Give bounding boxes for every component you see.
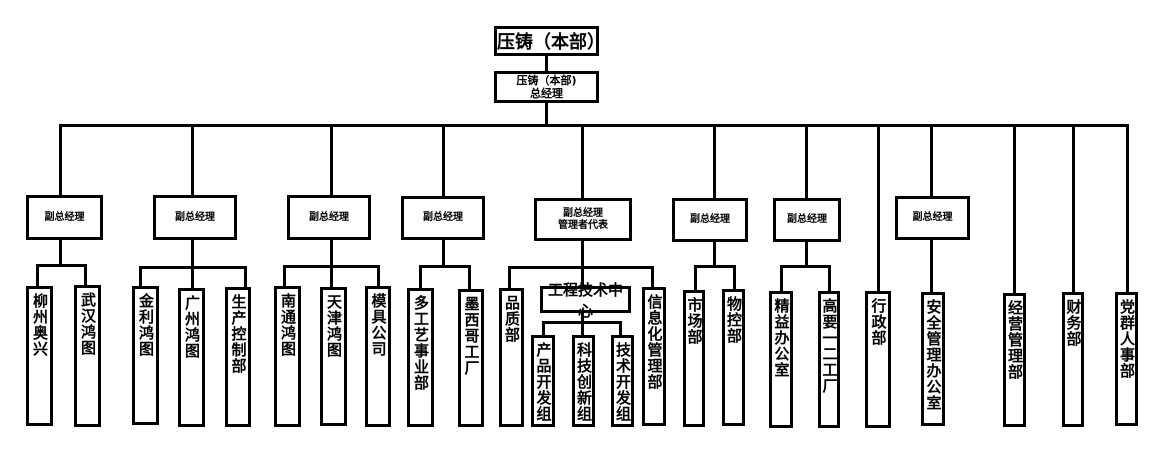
connector [59,125,62,196]
connector [713,242,716,267]
connector [442,240,445,267]
connector [330,240,333,288]
connector [419,265,422,289]
connector [283,265,286,287]
connector [377,265,380,288]
connector [542,321,545,337]
dept-quality[interactable]: 品质部 [499,288,524,427]
vp-label: 副总经理 [787,214,827,225]
connector [733,265,736,290]
dept-guangzhou-hongtu[interactable]: 广州鸿图 [178,288,205,427]
connector [1126,125,1129,293]
connector [244,266,247,288]
dept-mould-company[interactable]: 模具公司 [365,286,391,427]
main-bar [59,124,1129,127]
group-product-dev[interactable]: 产品开发组 [531,335,555,427]
connector [780,265,831,268]
connector [84,264,87,286]
connector [805,125,808,199]
connector [139,266,142,287]
connector [191,125,194,196]
dept-multi-process[interactable]: 多工艺事业部 [407,288,434,427]
connector [930,240,933,292]
connector [1013,125,1016,294]
connector [581,241,584,287]
dept-tianjin-hongtu[interactable]: 天津鸿图 [320,287,347,426]
connector [442,125,445,197]
connector [191,240,194,288]
vp-label: 副总经理 [690,214,730,225]
connector [930,125,933,197]
dept-gaoyao-factory[interactable]: 高要一二工厂 [818,291,840,428]
vp-node-1[interactable]: 副总经理 [26,195,103,240]
connector [468,265,471,291]
connector [694,265,736,268]
connector [805,242,808,267]
dept-lean-office[interactable]: 精益办公室 [769,291,793,428]
connector [36,264,39,287]
connector [581,313,584,337]
dept-business-management[interactable]: 经营管理部 [1003,293,1026,427]
connector [651,266,654,288]
general-manager-node[interactable]: 压铸（本部) 总经理 [494,71,599,103]
connector [581,125,584,199]
vp-label: 副总经理 [912,212,953,223]
vp-label: 副总经理 [175,211,215,223]
vp-node-7[interactable]: 副总经理 [773,198,841,242]
connector [330,125,333,196]
vp-node-5[interactable]: 副总经理 管理者代表 [534,198,632,241]
engineering-tech-center[interactable]: 工程技术中心 [540,281,631,320]
connector [619,321,622,337]
vp-node-6[interactable]: 副总经理 [672,198,748,242]
dept-marketing[interactable]: 市场部 [683,290,705,427]
dept-administration[interactable]: 行政部 [865,291,891,428]
dept-nantong-hongtu[interactable]: 南通鸿图 [274,286,301,427]
group-tech-dev[interactable]: 技术开发组 [611,335,634,427]
vp-node-4[interactable]: 副总经理 [401,196,485,240]
connector [780,265,783,292]
vp-node-2[interactable]: 副总经理 [153,195,237,240]
root-node[interactable]: 压铸（本部） [494,26,605,56]
dept-wuhan-hongtu[interactable]: 武汉鸿图 [74,285,101,427]
connector [508,266,654,269]
connector [545,103,548,125]
connector [419,265,471,268]
vp-label: 副总经理 [423,212,463,223]
connector [694,265,697,291]
dept-liuzhou-aoxing[interactable]: 柳州奥兴 [26,286,53,426]
connector [1072,125,1075,293]
connector [139,266,246,269]
gm-label-line1: 压铸（本部) [516,74,577,87]
dept-it-management[interactable]: 信息化管理部 [642,287,666,426]
vp-label-line1: 副总经理 [563,207,603,219]
vp-node-3[interactable]: 副总经理 [287,195,371,240]
connector [828,265,831,292]
connector [59,240,62,265]
gm-label-line2: 总经理 [530,87,563,100]
connector [283,265,380,268]
dept-production-control[interactable]: 生产控制部 [225,287,251,427]
root-label: 压铸（本部） [497,32,605,53]
vp-label: 副总经理 [309,211,349,223]
vp-label-line2: 管理者代表 [558,219,608,231]
vp-label: 副总经理 [44,211,85,223]
connector [542,321,622,324]
dept-mexico-factory[interactable]: 墨西哥工厂 [458,289,484,427]
dept-finance[interactable]: 财务部 [1062,292,1084,427]
dept-material-control[interactable]: 物控部 [722,289,745,426]
connector [877,125,880,292]
connector [508,266,511,289]
dept-party-hr[interactable]: 党群人事部 [1115,292,1138,426]
dept-safety-office[interactable]: 安全管理办公室 [921,292,945,426]
dept-jinli-hongtu[interactable]: 金利鸿图 [132,286,159,425]
connector [545,56,548,72]
vp-node-9[interactable]: 副总经理 [895,196,970,240]
connector [36,264,87,267]
group-tech-innovation[interactable]: 科技创新组 [572,335,595,427]
connector [713,125,716,199]
